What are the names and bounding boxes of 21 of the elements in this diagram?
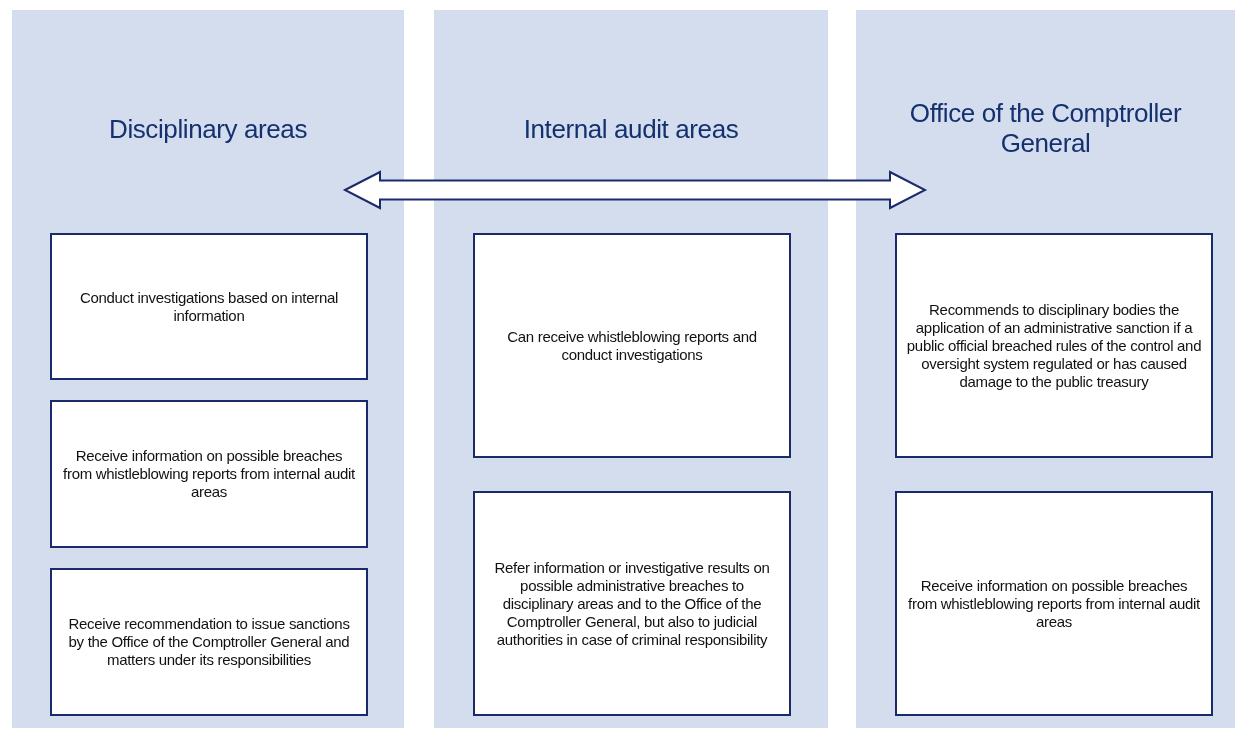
lane-panel xyxy=(434,10,828,728)
box-text: Refer information or investigative results on possible administrative breaches to disciplinary areas and to the Office of the Comptroller General, but also to judicial authorities in case of criminal responsibility xyxy=(493,558,771,649)
text-box xyxy=(50,400,368,548)
box-text: Conduct investigations based on internal information xyxy=(78,288,340,325)
text-box xyxy=(50,568,368,716)
lane-panel xyxy=(12,10,404,728)
lane-heading: Disciplinary areas xyxy=(108,114,308,144)
lane-heading: Internal audit areas xyxy=(522,114,740,144)
text-box xyxy=(473,491,791,716)
lane-panel xyxy=(856,10,1235,728)
box-text: Receive information on possible breaches from whistleblowing reports from internal audit areas xyxy=(62,447,356,501)
box-text: Receive information on possible breaches from whistleblowing reports from internal audit areas xyxy=(907,576,1201,631)
text-box xyxy=(895,491,1213,716)
text-box xyxy=(473,233,791,458)
box-text: Recommends to disciplinary bodies the application of an administrative sanction if a public official breached rules of the control and oversight system regulated or has caused damage to the public treasury xyxy=(905,300,1203,391)
text-box xyxy=(895,233,1213,458)
text-box xyxy=(50,233,368,380)
box-text: Receive recommendation to issue sanctions by the Office of the Comptroller General and matters under its responsibilities xyxy=(67,615,351,669)
box-text: Can receive whistleblowing reports and conduct investigations xyxy=(506,327,758,364)
lane-heading: Office of the Comptroller General xyxy=(908,98,1183,158)
double-headed-arrow xyxy=(342,170,928,210)
